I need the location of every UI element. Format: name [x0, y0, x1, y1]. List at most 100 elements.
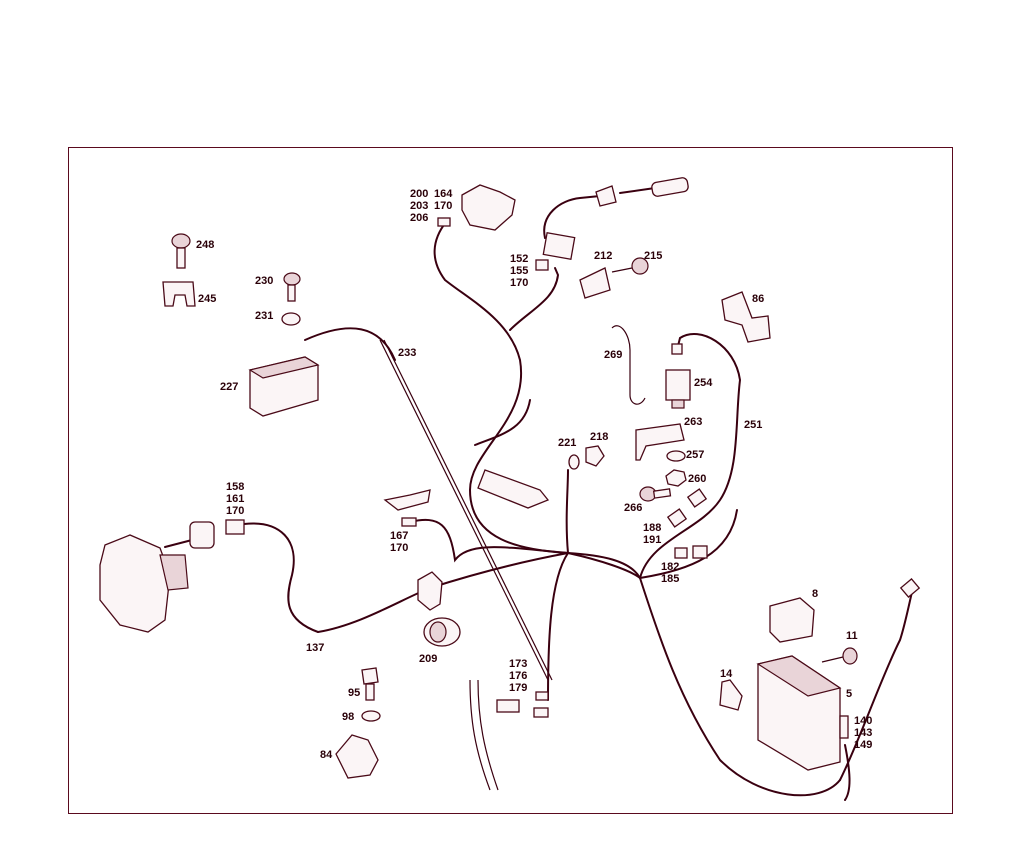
screw-215-icon: [611, 257, 649, 275]
screw-11-icon: [821, 647, 858, 665]
callout-86: 86: [752, 293, 764, 305]
callout-266: 266: [624, 502, 642, 514]
connector-152-icon: [542, 231, 576, 261]
connector-tab-icon: [437, 217, 451, 227]
callout-212: 212: [594, 250, 612, 262]
screw-248-icon: [171, 233, 191, 269]
callout-8: 8: [812, 588, 818, 600]
callout-269: 269: [604, 349, 622, 361]
callout-84: 84: [320, 749, 333, 761]
clip-245-icon: [162, 281, 196, 307]
diagram-frame: [68, 147, 953, 814]
connector-tab-icon: [225, 519, 245, 535]
callout-227: 227: [220, 381, 238, 393]
callout-14: 14: [720, 668, 733, 680]
callout-173: 173: [509, 658, 527, 670]
callout-155: 155: [510, 265, 528, 277]
bracket-86-icon: [721, 291, 771, 343]
ring-221-icon: [568, 454, 580, 470]
nut-218-icon: [585, 445, 605, 467]
callout-179: 179: [509, 682, 527, 694]
screw-230-icon: [283, 272, 301, 302]
callout-251: 251: [744, 419, 762, 431]
connector-tab-icon: [533, 707, 549, 718]
connector-top-right-icon: [899, 577, 921, 599]
callout-233: 233: [398, 347, 416, 359]
callout-5: 5: [846, 688, 852, 700]
callout-221: 221: [558, 437, 576, 449]
washer-257-icon: [666, 450, 686, 462]
connector-tab-icon: [535, 259, 549, 271]
callout-161: 161: [226, 493, 244, 505]
clip-14-icon: [719, 679, 743, 711]
callout-218: 218: [590, 431, 608, 443]
relay-box-227-icon: [248, 356, 320, 417]
wire-harness: [164, 187, 913, 801]
callout-164: 164: [434, 188, 453, 200]
cap-209-icon: [423, 617, 461, 647]
callout-labels: 248 245 230 231 227 233 200 164 203 170 …: [196, 188, 872, 761]
ring-231-icon: [281, 312, 301, 326]
bracket-263-icon: [635, 423, 685, 461]
sensor-head-icon: [651, 177, 689, 197]
callout-98: 98: [342, 711, 354, 723]
connector-tab-icon: [666, 508, 688, 528]
callout-231: 231: [255, 310, 273, 322]
callout-11: 11: [846, 630, 858, 642]
callout-95: 95: [348, 687, 360, 699]
strap-173-icon: [469, 679, 491, 791]
callout-149: 149: [854, 739, 872, 751]
callout-170-a: 170: [434, 200, 452, 212]
pipe-269-icon: [611, 325, 646, 405]
bracket-212-icon: [579, 267, 611, 299]
callout-137: 137: [306, 642, 324, 654]
connector-tab-icon: [535, 691, 549, 701]
callout-245: 245: [198, 293, 216, 305]
callout-143: 143: [854, 727, 872, 739]
grommet-icon: [417, 571, 443, 611]
callout-257: 257: [686, 449, 704, 461]
callout-206: 206: [410, 212, 428, 224]
callout-158: 158: [226, 481, 244, 493]
control-unit-5-icon: [756, 655, 842, 771]
relay-8-icon: [769, 597, 815, 643]
callout-182: 182: [661, 561, 679, 573]
callout-170-d: 170: [390, 542, 408, 554]
callout-254: 254: [694, 377, 713, 389]
nut-260-icon: [665, 469, 687, 487]
callout-203: 203: [410, 200, 428, 212]
callout-215: 215: [644, 250, 662, 262]
callout-185: 185: [661, 573, 679, 585]
connector-block-icon: [477, 469, 550, 509]
connector-tab-icon: [671, 343, 683, 355]
callout-191: 191: [643, 534, 661, 546]
bracket-167-icon: [383, 489, 431, 511]
callout-140: 140: [854, 715, 872, 727]
washer-98-icon: [361, 710, 381, 722]
connector-tab-icon: [692, 545, 708, 559]
connector-tab-icon: [686, 488, 708, 508]
callout-230: 230: [255, 275, 273, 287]
callout-200: 200: [410, 188, 428, 200]
callout-263: 263: [684, 416, 702, 428]
connector-173-icon: [496, 699, 520, 713]
callout-167: 167: [390, 530, 408, 542]
callout-248: 248: [196, 239, 214, 251]
callout-176: 176: [509, 670, 527, 682]
bolt-266-icon: [639, 486, 672, 502]
parts: [99, 177, 921, 791]
connector-200-icon: [461, 184, 516, 231]
callout-170-b: 170: [510, 277, 528, 289]
connector-140-icon: [839, 715, 849, 739]
bolt-95-icon: [361, 667, 379, 701]
flange-84-icon: [335, 734, 379, 779]
connector-tab-icon: [401, 517, 417, 527]
relay-254-icon: [665, 369, 691, 409]
callout-170-c: 170: [226, 505, 244, 517]
connector-158-icon: [189, 521, 215, 549]
callout-188: 188: [643, 522, 661, 534]
callout-260: 260: [688, 473, 706, 485]
callout-209: 209: [419, 653, 437, 665]
callout-152: 152: [510, 253, 528, 265]
